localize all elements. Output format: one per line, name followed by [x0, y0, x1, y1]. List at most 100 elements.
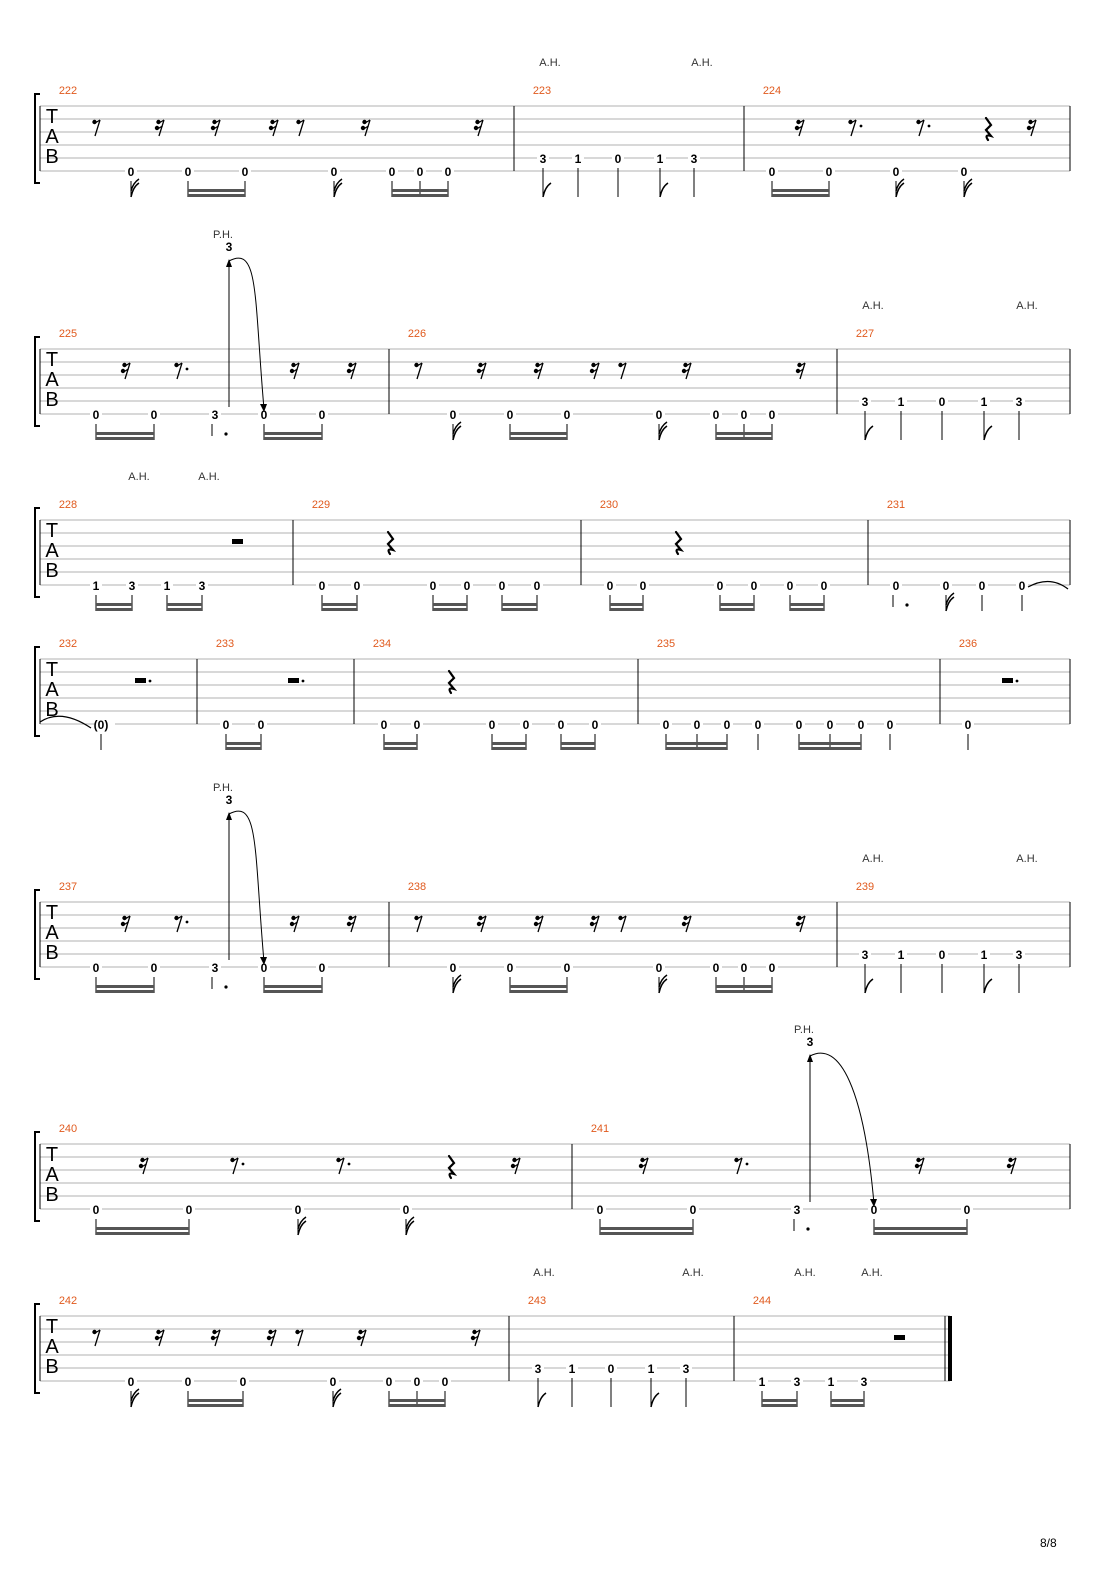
fret-number: 0 [640, 579, 647, 593]
rest-stem [477, 119, 484, 137]
rest-stem [480, 915, 487, 933]
note-flag [945, 596, 955, 612]
arrow-head [807, 1054, 813, 1062]
fret-bg [976, 579, 988, 592]
tab-clef-letter: B [45, 1184, 58, 1206]
beam [322, 603, 357, 606]
rest-flag [917, 1163, 923, 1168]
quarter-rest [674, 530, 685, 556]
fret-bg [1016, 579, 1028, 592]
rest-flag [157, 1335, 163, 1340]
fret-number: 0 [939, 948, 946, 962]
fret-number: 0 [724, 718, 731, 732]
rest-stem [514, 1157, 521, 1175]
tab-clef-letter: T [46, 1316, 58, 1338]
fret-bg [784, 579, 796, 592]
beam [96, 990, 154, 993]
fret-bg [895, 948, 907, 961]
quarter-rest [447, 669, 458, 695]
rest-stem [416, 915, 423, 933]
rest-flag [1010, 1157, 1017, 1162]
slide-arc [809, 1052, 875, 1205]
tab-clef-letter: B [45, 942, 58, 964]
fret-bg [532, 1362, 544, 1375]
tab-clef-letter: B [45, 146, 58, 168]
fret-number: 0 [128, 1375, 135, 1389]
beam [96, 437, 154, 440]
rest-stem [297, 1329, 304, 1347]
rest-stem [642, 1157, 649, 1175]
fret-bg [978, 395, 990, 408]
fret-bg [148, 961, 160, 974]
rest-flag [213, 125, 219, 130]
rest-stem [685, 362, 692, 380]
fret-number: 1 [575, 152, 582, 166]
measure-number: 236 [959, 638, 977, 650]
fret-number: 0 [151, 961, 158, 975]
fret-number: 0 [769, 165, 776, 179]
rest-stem [214, 1329, 221, 1347]
artificial-harmonic-label: A.H. [691, 57, 712, 69]
beam [392, 194, 448, 197]
fret-bg [400, 1203, 412, 1216]
rest-flag [799, 915, 806, 920]
fret-bg [766, 165, 778, 178]
rest-flag [213, 1335, 219, 1340]
note-flag [658, 974, 668, 988]
rest-stem [94, 119, 101, 137]
dot [224, 985, 228, 989]
measure-number: 222 [59, 85, 77, 97]
fret-number: 0 [615, 152, 622, 166]
measure-number: 237 [59, 881, 77, 893]
fret-number: 0 [331, 165, 338, 179]
note-flag [405, 1220, 415, 1236]
rest-stem [350, 915, 357, 933]
fret-bg [653, 408, 665, 421]
note-flag [864, 425, 874, 441]
fret-bg [654, 152, 666, 165]
beam [389, 1399, 445, 1402]
rest-flag [142, 1157, 149, 1162]
beam [226, 742, 261, 745]
fret-bg [561, 408, 573, 421]
measure-number: 231 [887, 499, 905, 511]
beam [188, 189, 245, 192]
fret-number: 0 [558, 718, 565, 732]
rest-flag [123, 921, 129, 926]
pinch-harmonic-label: P.H. [213, 229, 233, 241]
fret-number: 1 [981, 948, 988, 962]
quarter-rest [984, 116, 995, 142]
rest-flag [272, 119, 279, 124]
beam [96, 1227, 189, 1230]
note-flag [333, 178, 343, 192]
rest-flag [536, 921, 542, 926]
rest-flag [416, 362, 423, 367]
rest-flag [474, 1329, 481, 1334]
note-flag [332, 1392, 342, 1408]
rest-stem [537, 362, 544, 380]
fret-number: 3 [212, 408, 219, 422]
rest-flag [797, 125, 803, 130]
fret-number: 0 [608, 1362, 615, 1376]
rest-flag [592, 921, 598, 926]
fret-bg [818, 579, 830, 592]
rest-stem [350, 362, 357, 380]
fret-bg [414, 165, 426, 178]
fret-bg [439, 1375, 451, 1388]
tab-clef-letter: A [45, 679, 59, 701]
final-barline-thick [948, 1316, 952, 1381]
rest-flag [537, 362, 544, 367]
beam [96, 985, 154, 988]
rest-stem [124, 362, 131, 380]
arrow-head [260, 957, 267, 965]
rest-flag [1029, 125, 1035, 130]
rest-stem [620, 362, 627, 380]
fret-bg [714, 579, 726, 592]
fret-bg [752, 718, 764, 731]
fret-bg [868, 1203, 880, 1216]
